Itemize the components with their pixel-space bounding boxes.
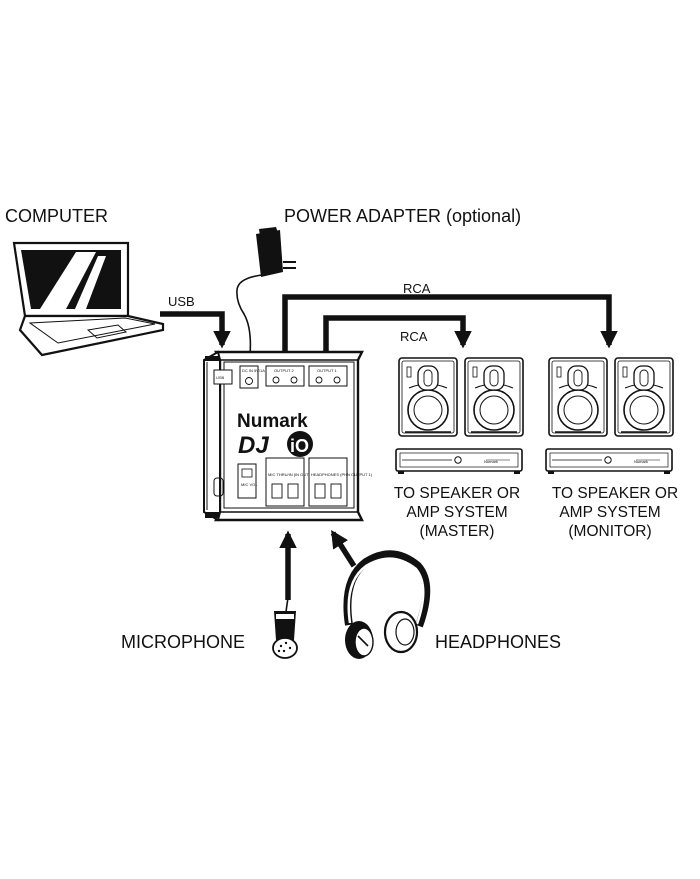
svg-text:USB: USB bbox=[216, 375, 225, 380]
computer-label: COMPUTER bbox=[5, 206, 108, 226]
microphone-cable bbox=[279, 530, 297, 613]
mic-thru-port: MIC THRU/IN (IN OUTPUT 2) bbox=[265, 457, 322, 507]
master-speakers bbox=[398, 357, 524, 437]
master-amplifier-icon: Numark bbox=[395, 448, 523, 475]
monitor-caption-line2: AMP SYSTEM bbox=[559, 504, 660, 521]
model-logo-circle bbox=[287, 431, 313, 457]
laptop-icon bbox=[12, 241, 165, 357]
svg-text:OUTPUT 1: OUTPUT 1 bbox=[317, 368, 337, 373]
svg-text:DC IN 5V/1A: DC IN 5V/1A bbox=[242, 368, 265, 373]
master-right-speaker-icon bbox=[464, 357, 524, 437]
monitor-amplifier-icon: Numark bbox=[545, 448, 673, 475]
svg-text:OUTPUT 2: OUTPUT 2 bbox=[274, 368, 294, 373]
rca-label-top: RCA bbox=[403, 281, 431, 296]
rca-label-bottom: RCA bbox=[400, 329, 428, 344]
headphones-label: HEADPHONES bbox=[435, 632, 561, 652]
svg-text:MIC VOL: MIC VOL bbox=[241, 482, 258, 487]
device-model-prefix: DJ bbox=[238, 432, 269, 459]
svg-text:Numark: Numark bbox=[634, 459, 648, 464]
monitor-left-speaker-icon bbox=[548, 357, 608, 437]
master-caption-line1: TO SPEAKER OR bbox=[394, 485, 520, 502]
usb-port: USB bbox=[213, 369, 233, 385]
device-model-suffix: iO bbox=[290, 436, 309, 456]
output-2-port: OUTPUT 2 bbox=[265, 365, 305, 387]
side-switch-icon bbox=[213, 477, 224, 497]
dc-in-port: DC IN 5V/1A bbox=[239, 365, 265, 389]
svg-text:MIC THRU/IN (IN OUTPUT 2): MIC THRU/IN (IN OUTPUT 2) bbox=[268, 472, 322, 477]
headphones-port: HEADPHONES (PHN OUTPUT 1) bbox=[308, 457, 373, 507]
monitor-caption-line3: (MONITOR) bbox=[568, 523, 651, 540]
power-adapter-label: POWER ADAPTER (optional) bbox=[284, 206, 521, 226]
svg-text:Numark: Numark bbox=[484, 459, 498, 464]
output-1-port: OUTPUT 1 bbox=[308, 365, 348, 387]
usb-cable bbox=[160, 311, 231, 349]
usb-label: USB bbox=[168, 294, 195, 309]
monitor-speakers bbox=[548, 357, 674, 437]
dj-io-interface: USB DC IN 5V/1A OUTPUT 2 OUTPUT 1 Numark… bbox=[203, 350, 373, 522]
microphone-icon bbox=[272, 611, 298, 659]
headphones-icon bbox=[343, 550, 431, 659]
master-left-speaker-icon bbox=[398, 357, 458, 437]
rca-cable-monitor bbox=[282, 294, 618, 352]
monitor-right-speaker-icon bbox=[614, 357, 674, 437]
headphones-cable bbox=[330, 530, 357, 568]
rca-cable-master bbox=[323, 315, 472, 352]
master-caption-line3: (MASTER) bbox=[420, 523, 495, 540]
master-caption-line2: AMP SYSTEM bbox=[406, 504, 507, 521]
monitor-caption-line1: TO SPEAKER OR bbox=[552, 485, 678, 502]
mic-vol-knob: MIC VOL bbox=[237, 463, 258, 499]
svg-text:HEADPHONES (PHN OUTPUT 1): HEADPHONES (PHN OUTPUT 1) bbox=[311, 472, 373, 477]
microphone-label: MICROPHONE bbox=[121, 632, 245, 652]
power-adapter-icon bbox=[236, 227, 296, 356]
device-brand: Numark bbox=[237, 411, 308, 432]
